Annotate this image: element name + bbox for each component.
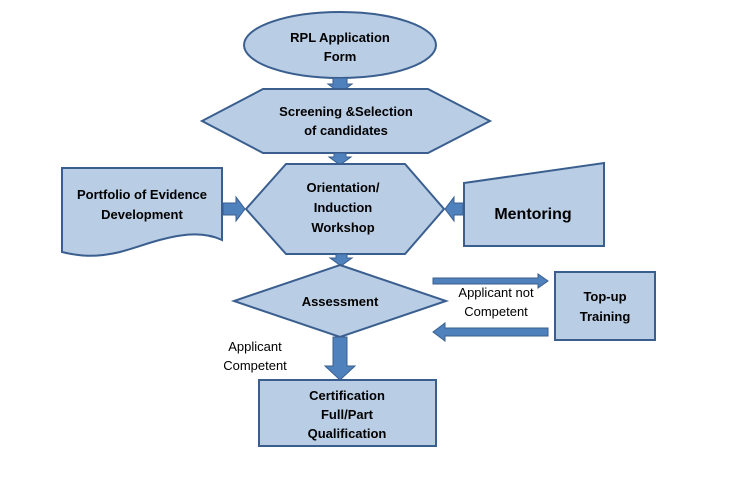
orientation-line3: Workshop: [311, 220, 374, 235]
arrow-assessment-to-certification: [323, 336, 357, 381]
screening-line2: of candidates: [304, 123, 388, 138]
mentoring-label: Mentoring: [494, 206, 571, 223]
rpl-form-line1: RPL Application: [290, 30, 390, 45]
orientation-line1: Orientation/: [307, 180, 380, 195]
orientation-line2: Induction: [314, 200, 373, 215]
topup-line2: Training: [580, 309, 631, 324]
node-topup-training: Top-up Training: [554, 271, 656, 341]
edge-label-competent-line1: Applicant: [228, 339, 282, 354]
node-assessment: Assessment: [230, 263, 450, 339]
screening-line1: Screening &Selection: [279, 104, 413, 119]
rpl-form-line2: Form: [324, 49, 357, 64]
certification-line2: Full/Part: [321, 407, 374, 422]
arrow-orientation-to-assessment: [328, 253, 354, 267]
edge-label-not-competent-line1: Applicant not: [458, 285, 534, 300]
portfolio-line1: Portfolio of Evidence: [77, 187, 207, 202]
arrow-assessment-to-topup: [432, 273, 549, 289]
arrow-topup-to-assessment: [432, 322, 549, 342]
node-screening-selection: Screening &Selection of candidates: [199, 88, 493, 154]
arrow-portfolio-to-orientation: [222, 195, 246, 223]
certification-line1: Certification: [309, 388, 385, 403]
edge-label-competent-line2: Competent: [223, 358, 287, 373]
topup-line1: Top-up: [583, 289, 626, 304]
arrow-mentoring-to-orientation: [444, 195, 464, 223]
node-orientation-workshop: Orientation/ Induction Workshop: [244, 163, 446, 255]
assessment-label: Assessment: [302, 294, 379, 309]
portfolio-line2: Development: [101, 207, 183, 222]
node-mentoring: Mentoring: [463, 161, 605, 247]
node-portfolio-evidence: Portfolio of Evidence Development: [61, 167, 223, 257]
node-rpl-application-form: RPL Application Form: [243, 11, 437, 79]
arrow-screening-to-orientation: [327, 152, 353, 166]
edge-label-not-competent-line2: Competent: [464, 304, 528, 319]
certification-line3: Qualification: [308, 426, 387, 441]
node-certification: Certification Full/Part Qualification: [258, 379, 437, 447]
